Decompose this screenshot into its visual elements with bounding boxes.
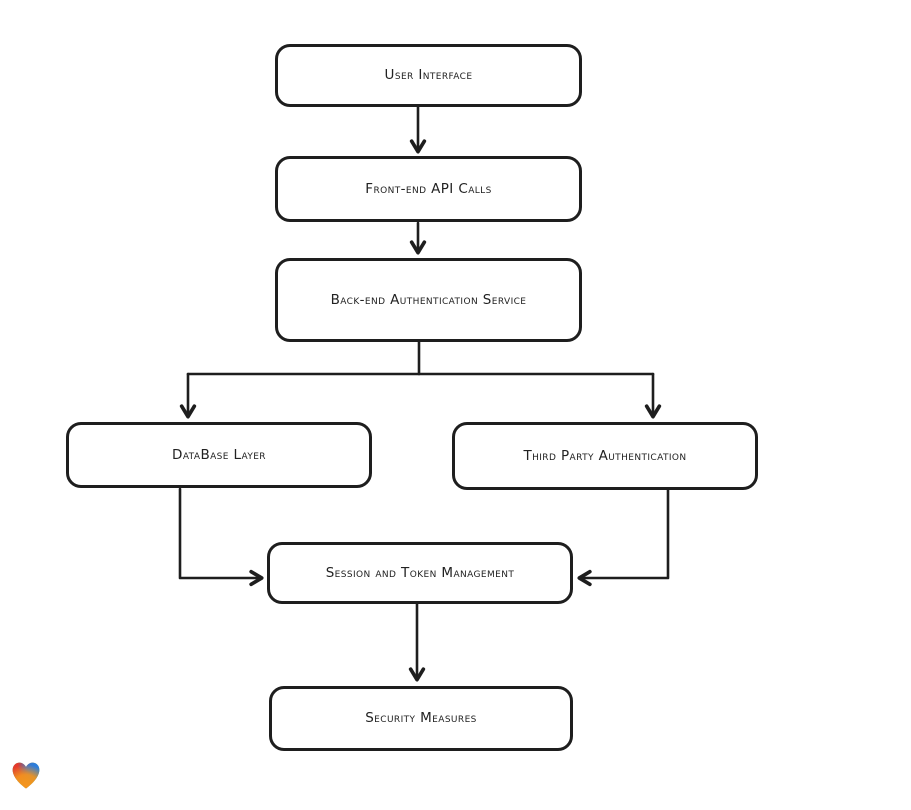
node-label: Session and Token Management [325,564,515,581]
edge-database-to-session [178,487,264,587]
node-security-measures: Security Measures [269,686,573,751]
node-user-interface: User Interface [275,44,582,107]
node-session-and-token-management: Session and Token Management [267,542,573,604]
node-database-layer: DataBase Layer [66,422,372,488]
node-label: Back-end Authentication Service [330,291,527,308]
node-back-end-authentication-service: Back-end Authentication Service [275,258,582,342]
node-label: Third Party Authentication [523,447,687,464]
node-label: User Interface [384,67,473,84]
node-label: DataBase Layer [172,446,266,463]
heart-gradient-logo-icon [12,762,40,789]
node-third-party-authentication: Third Party Authentication [452,422,758,490]
edge-thirdparty-to-session [577,488,670,587]
node-label: Security Measures [365,710,477,727]
node-front-end-api-calls: Front-end API Calls [275,156,582,222]
node-label: Front-end API Calls [365,180,492,197]
